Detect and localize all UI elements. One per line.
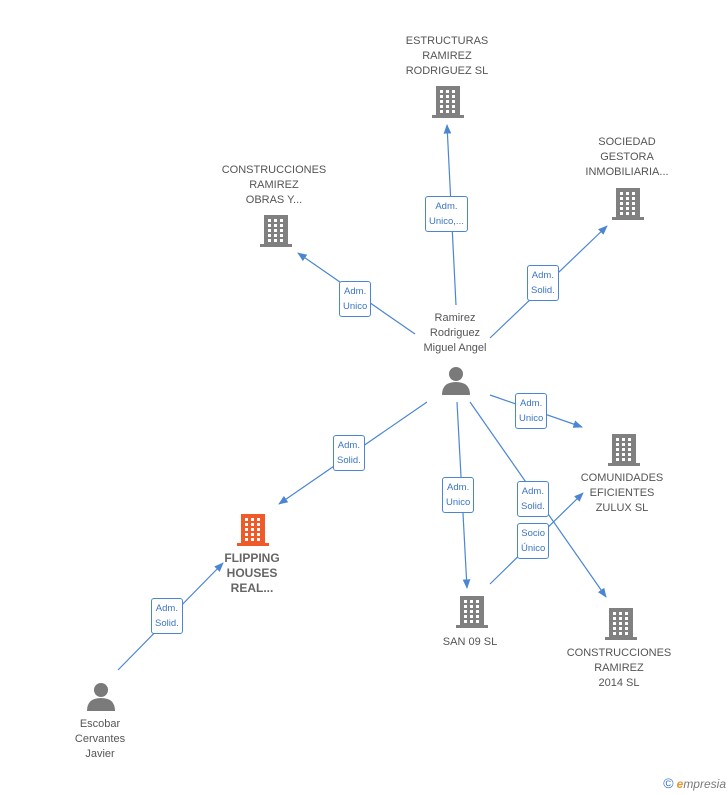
edge-label[interactable]: Adm. Unico,... — [425, 196, 468, 232]
edge-label[interactable]: Adm. Unico — [339, 281, 372, 317]
edge-label[interactable]: Adm. Solid. — [517, 481, 549, 517]
person-icon[interactable] — [87, 683, 115, 711]
building-icon[interactable] — [260, 215, 292, 247]
empresia-watermark: ©empresia — [663, 775, 726, 791]
person-icon[interactable] — [442, 367, 470, 395]
node-label-n5[interactable]: COMUNIDADES EFICIENTES ZULUX SL — [580, 472, 664, 514]
edge-label[interactable]: Adm. Solid. — [151, 598, 183, 634]
building-icon[interactable] — [612, 188, 644, 220]
node-label-n9[interactable]: Escobar Cervantes Javier — [74, 718, 126, 760]
node-label-n2[interactable]: SOCIEDAD GESTORA INMOBILIARIA... — [585, 136, 669, 178]
edge-label[interactable]: Adm. Solid. — [527, 265, 559, 301]
edge-label[interactable]: Adm. Unico — [442, 477, 475, 513]
node-label-n8[interactable]: CONSTRUCCIONES RAMIREZ 2014 SL — [566, 647, 672, 689]
copyright-symbol: © — [663, 775, 674, 791]
edge-label[interactable]: Adm. Unico — [515, 393, 548, 429]
node-label-n1[interactable]: ESTRUCTURAS RAMIREZ RODRIGUEZ SL — [405, 35, 489, 77]
node-label-n7[interactable]: SAN 09 SL — [442, 636, 498, 648]
brand-name: mpresia — [683, 777, 726, 791]
brand-initial: e — [676, 777, 684, 791]
node-label-n4[interactable]: Ramirez Rodriguez Miguel Angel — [423, 312, 487, 354]
node-label-n6[interactable]: FLIPPING HOUSES REAL... — [224, 551, 280, 595]
node-label-n3[interactable]: CONSTRUCCIONES RAMIREZ OBRAS Y... — [221, 164, 327, 206]
building-icon[interactable] — [456, 596, 488, 628]
edge-label[interactable]: Adm. Solid. — [333, 435, 365, 471]
edge-label[interactable]: Socio Único — [517, 523, 550, 559]
building-icon[interactable] — [237, 514, 269, 546]
building-icon[interactable] — [432, 86, 464, 118]
building-icon[interactable] — [608, 434, 640, 466]
building-icon[interactable] — [605, 608, 637, 640]
